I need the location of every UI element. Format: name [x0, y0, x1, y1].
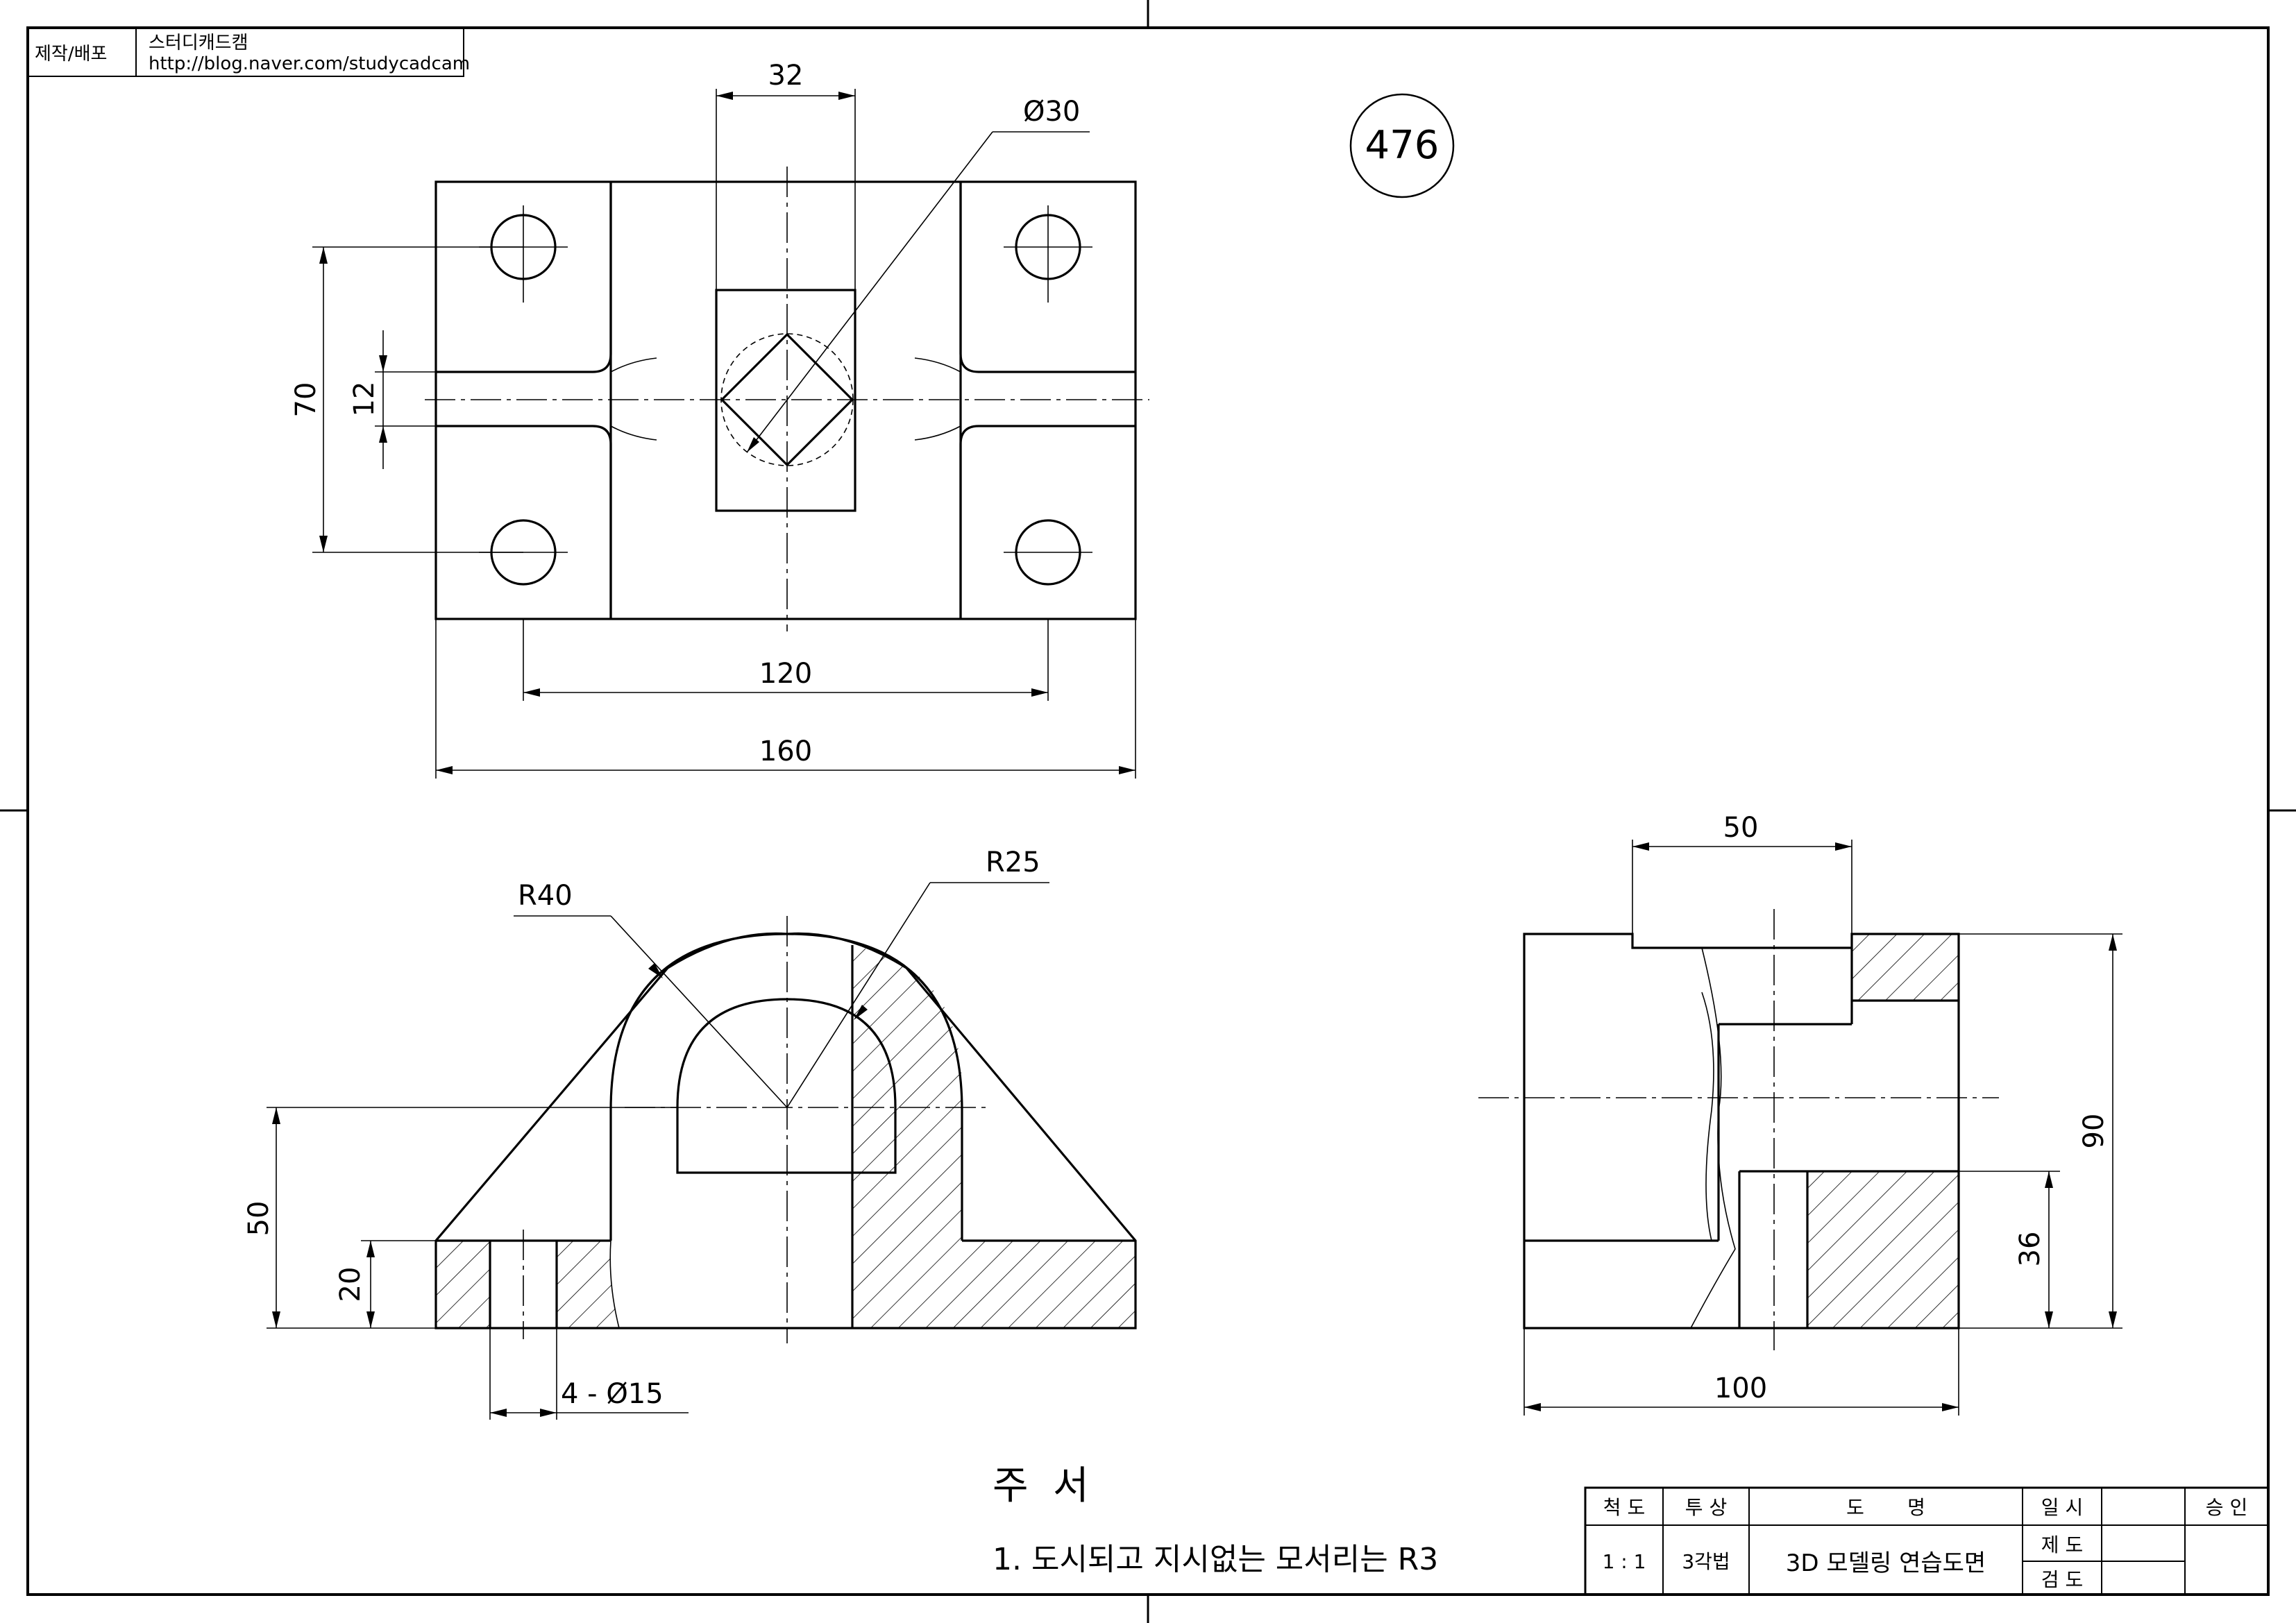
dim-160: 160 [759, 736, 812, 767]
dim-dia-30: Ø30 [1023, 96, 1080, 128]
drawing-number-badge: 476 [1349, 93, 1455, 198]
dim-r40: R40 [518, 880, 573, 912]
tb-date-label: 일 시 [2041, 1496, 2083, 1519]
tb-scale-label: 척 도 [1603, 1496, 1645, 1519]
brand-name: 스터디캐드캠 [149, 33, 248, 53]
tb-drawn-label: 제 도 [2041, 1533, 2083, 1556]
front-view: R40 R25 50 20 4 - Ø15 [243, 847, 1137, 1420]
tb-name-label: 도 명 [1846, 1496, 1925, 1519]
dim-12: 12 [348, 382, 380, 417]
tb-projection-label: 투 상 [1685, 1496, 1727, 1519]
dim-4-holes: 4 - Ø15 [561, 1378, 664, 1410]
tb-name-value: 3D 모델링 연습도면 [1786, 1549, 1986, 1577]
border-frame [26, 26, 2270, 1596]
dim-120: 120 [759, 658, 812, 690]
dim-100: 100 [1714, 1373, 1767, 1404]
side-view: 50 90 36 100 [1478, 812, 2122, 1416]
drawing-number: 476 [1365, 123, 1440, 168]
dim-20: 20 [335, 1267, 366, 1302]
dim-36: 36 [2014, 1232, 2046, 1267]
header-box: 제작/배포 스터디캐드캠 http://blog.naver.com/study… [27, 27, 470, 77]
notes-title: 주 서 [993, 1463, 1089, 1509]
notes: 주 서 1. 도시되고 지시없는 모서리는 R3 [993, 1463, 1438, 1577]
tb-checked-label: 검 도 [2041, 1568, 2083, 1591]
dim-90: 90 [2078, 1114, 2110, 1149]
brand-url[interactable]: http://blog.naver.com/studycadcam [149, 53, 470, 74]
top-view: 32 Ø30 70 12 120 160 [290, 60, 1149, 779]
maker-label: 제작/배포 [35, 44, 107, 65]
dim-50-front: 50 [243, 1201, 275, 1237]
tb-approval-label: 승 인 [2206, 1496, 2247, 1519]
tb-scale-value: 1 : 1 [1603, 1550, 1646, 1573]
dim-r25: R25 [986, 847, 1040, 878]
dim-70: 70 [290, 382, 322, 418]
title-block: 척 도 투 상 도 명 일 시 승 인 1 : 1 3각법 3D 모델링 연습도… [1584, 1486, 2270, 1596]
notes-line-1: 1. 도시되고 지시없는 모서리는 R3 [993, 1542, 1438, 1577]
dim-32: 32 [768, 60, 804, 92]
tb-projection-value: 3각법 [1682, 1550, 1730, 1573]
dim-50-side: 50 [1723, 812, 1759, 844]
